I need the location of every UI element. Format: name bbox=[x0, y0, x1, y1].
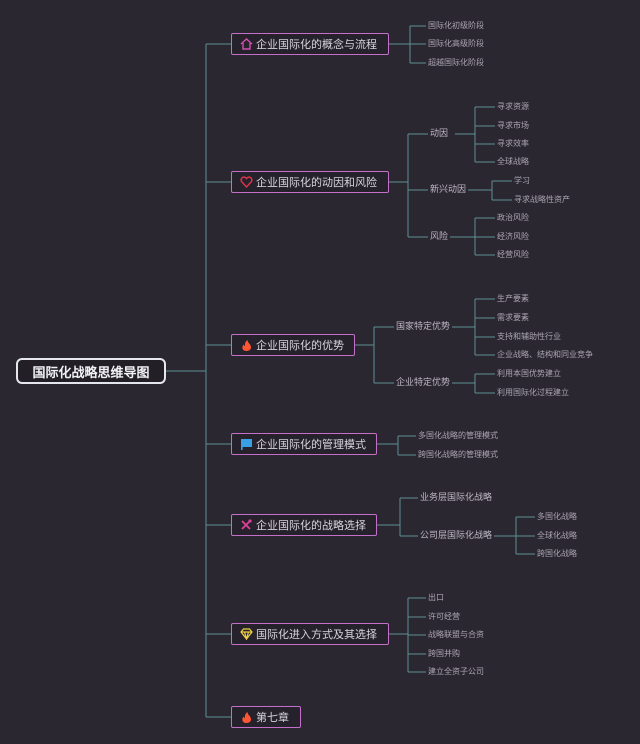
branch-label: 企业国际化的优势 bbox=[256, 339, 344, 352]
leaf[interactable]: 经营风险 bbox=[497, 250, 529, 259]
branch-label: 企业国际化的管理模式 bbox=[256, 438, 366, 451]
sub-topic[interactable]: 动因 bbox=[430, 129, 449, 139]
leaf[interactable]: 需求要素 bbox=[497, 313, 529, 322]
leaf[interactable]: 支持和辅助性行业 bbox=[497, 332, 561, 341]
leaf[interactable]: 全球化战略 bbox=[537, 531, 577, 540]
sub-topic[interactable]: 业务层国际化战略 bbox=[420, 493, 493, 503]
leaf[interactable]: 寻求市场 bbox=[497, 121, 529, 130]
flag-icon bbox=[238, 437, 254, 451]
leaf[interactable]: 出口 bbox=[428, 593, 444, 602]
leaf[interactable]: 超越国际化阶段 bbox=[428, 58, 484, 67]
sub-topic[interactable]: 企业特定优势 bbox=[396, 378, 451, 388]
leaf[interactable]: 经济风险 bbox=[497, 232, 529, 241]
branch-concept[interactable]: 企业国际化的概念与流程 bbox=[231, 33, 389, 55]
leaf[interactable]: 跨国化战略 bbox=[537, 549, 577, 558]
leaf[interactable]: 国际化高级阶段 bbox=[428, 39, 484, 48]
leaf[interactable]: 跨国并购 bbox=[428, 649, 460, 658]
leaf[interactable]: 战略联盟与合资 bbox=[428, 630, 484, 639]
leaf[interactable]: 学习 bbox=[514, 176, 530, 185]
leaf[interactable]: 多国化战略 bbox=[537, 512, 577, 521]
sub-topic[interactable]: 国家特定优势 bbox=[396, 322, 451, 332]
branch-label: 第七章 bbox=[256, 711, 289, 724]
leaf[interactable]: 寻求战略性资产 bbox=[514, 195, 570, 204]
branch-entry-mode[interactable]: 国际化进入方式及其选择 bbox=[231, 623, 389, 645]
leaf[interactable]: 寻求效率 bbox=[497, 139, 529, 148]
flame-icon bbox=[238, 710, 254, 724]
sub-topic[interactable]: 公司层国际化战略 bbox=[420, 531, 493, 541]
leaf[interactable]: 寻求资源 bbox=[497, 102, 529, 111]
leaf[interactable]: 利用本国优势建立 bbox=[497, 369, 561, 378]
leaf[interactable]: 生产要素 bbox=[497, 294, 529, 303]
sub-topic[interactable]: 风险 bbox=[430, 232, 449, 242]
leaf[interactable]: 跨国化战略的管理模式 bbox=[418, 450, 498, 459]
leaf[interactable]: 多国化战略的管理模式 bbox=[418, 431, 498, 440]
leaf[interactable]: 许可经营 bbox=[428, 612, 460, 621]
branch-motive-risk[interactable]: 企业国际化的动因和风险 bbox=[231, 171, 389, 193]
heart-icon bbox=[238, 175, 254, 189]
leaf[interactable]: 企业战略、结构和同业竞争 bbox=[497, 350, 593, 359]
flame-icon bbox=[238, 338, 254, 352]
house-icon bbox=[238, 37, 254, 51]
leaf[interactable]: 国际化初级阶段 bbox=[428, 21, 484, 30]
tools-icon bbox=[238, 518, 254, 532]
leaf[interactable]: 政治风险 bbox=[497, 213, 529, 222]
root-node[interactable]: 国际化战略思维导图 bbox=[16, 358, 166, 384]
branch-chapter-seven[interactable]: 第七章 bbox=[231, 706, 301, 728]
branch-label: 企业国际化的概念与流程 bbox=[256, 38, 377, 51]
branch-advantage[interactable]: 企业国际化的优势 bbox=[231, 334, 355, 356]
leaf[interactable]: 建立全资子公司 bbox=[428, 667, 484, 676]
branch-label: 企业国际化的动因和风险 bbox=[256, 176, 377, 189]
branch-management[interactable]: 企业国际化的管理模式 bbox=[231, 433, 377, 455]
sub-topic[interactable]: 新兴动因 bbox=[430, 185, 467, 195]
branch-label: 企业国际化的战略选择 bbox=[256, 519, 366, 532]
leaf[interactable]: 全球战略 bbox=[497, 157, 529, 166]
branch-strategy[interactable]: 企业国际化的战略选择 bbox=[231, 514, 377, 536]
branch-label: 国际化进入方式及其选择 bbox=[256, 628, 377, 641]
leaf[interactable]: 利用国际化过程建立 bbox=[497, 388, 569, 397]
diamond-icon bbox=[238, 627, 254, 641]
